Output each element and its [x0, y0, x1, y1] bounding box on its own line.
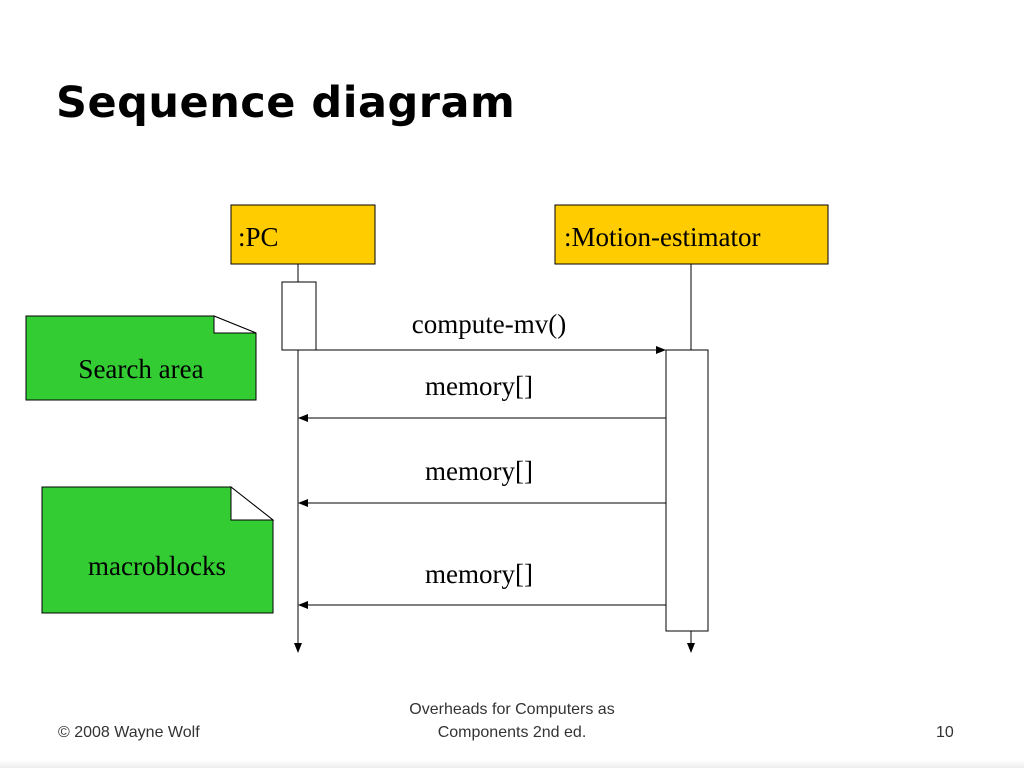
page-number: 10 [936, 724, 954, 741]
message-memory-1: memory[] [298, 371, 666, 422]
note-label: macroblocks [88, 551, 226, 581]
note-label: Search area [78, 354, 203, 384]
motion-estimator-object: :Motion-estimator [554, 204, 829, 265]
message-label: compute-mv() [412, 309, 566, 339]
folded-corner-icon [213, 315, 257, 334]
course-title-line-1: Overheads for Computers as [409, 701, 615, 718]
message-label: memory[] [425, 456, 533, 486]
pc-object-label: :PC [238, 222, 279, 252]
motion-estimator-activation-bar [665, 349, 709, 632]
pc-activation-bar [281, 281, 317, 351]
message-memory-2: memory[] [298, 456, 666, 507]
slide-title: Sequence diagram [56, 78, 516, 128]
bottom-rule [0, 760, 1024, 768]
message-compute-mv: compute-mv() [316, 309, 666, 354]
search-area-note: Search area [25, 315, 257, 401]
macroblocks-note: macroblocks [41, 485, 275, 614]
message-memory-3: memory[] [298, 559, 666, 609]
pc-object: :PC [230, 204, 376, 265]
course-title-line-2: Components 2nd ed. [437, 724, 587, 741]
folded-corner-icon [230, 485, 275, 521]
message-label: memory[] [425, 559, 533, 589]
motion-estimator-object-label: :Motion-estimator [564, 222, 760, 252]
copyright: © 2008 Wayne Wolf [58, 724, 200, 741]
course-title: Overheads for Computers as Components 2n… [362, 698, 662, 744]
message-label: memory[] [425, 371, 533, 401]
